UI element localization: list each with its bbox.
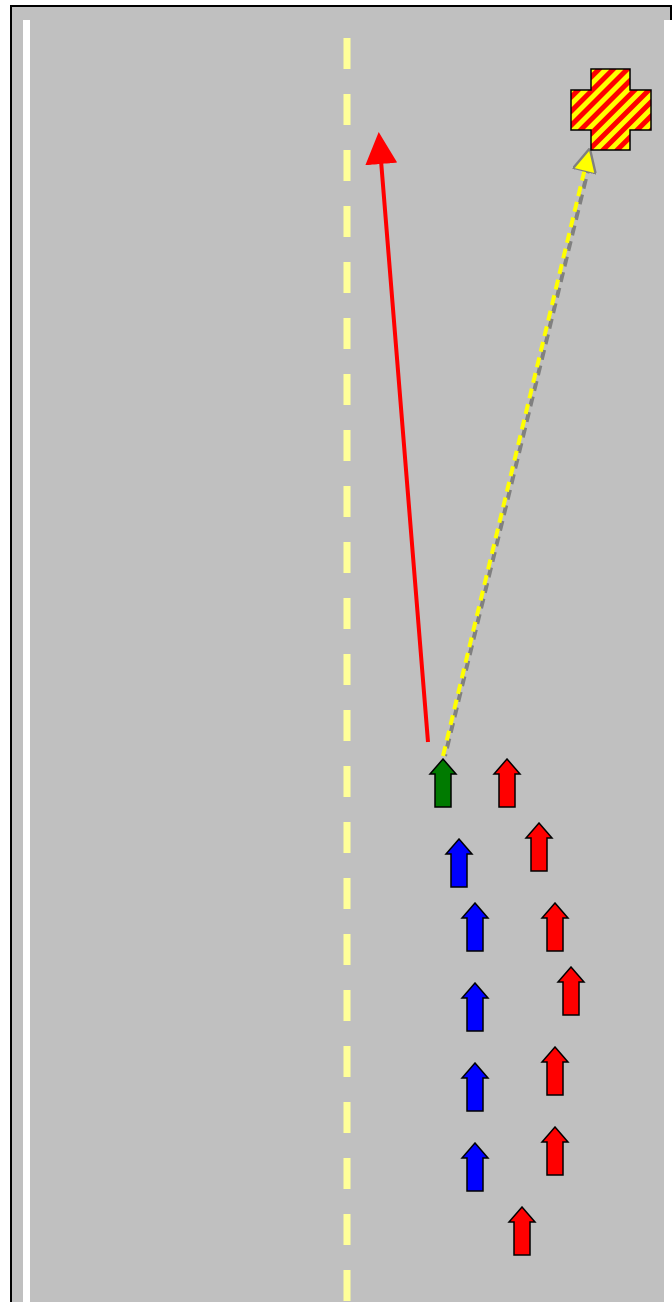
red-vehicle-arrow [540, 1045, 570, 1096]
road-surface [10, 5, 672, 1302]
vehicle-group [428, 757, 586, 1256]
yellow-dashed-trajectory [441, 160, 587, 757]
red-vehicle-arrow [524, 821, 554, 872]
blue-vehicle-arrow [460, 901, 490, 952]
red-trajectory-arrow [365, 132, 430, 743]
lead-vehicle-arrow [428, 757, 458, 808]
blue-vehicle-arrow [460, 1141, 490, 1192]
left-edge-line [23, 20, 30, 1302]
blue-vehicle-arrow [460, 1061, 490, 1112]
blue-vehicle-arrow [444, 837, 474, 888]
right-edge-line [664, 20, 672, 1302]
gray-dashed-trajectory [443, 161, 592, 757]
red-vehicle-arrow [556, 965, 586, 1016]
red-vehicle-arrow [507, 1205, 537, 1256]
hatched-cross-icon [570, 68, 652, 151]
red-vehicle-arrow [540, 1125, 570, 1176]
blue-vehicle-arrow [460, 981, 490, 1032]
red-vehicle-arrow [492, 757, 522, 808]
red-vehicle-arrow [540, 901, 570, 952]
